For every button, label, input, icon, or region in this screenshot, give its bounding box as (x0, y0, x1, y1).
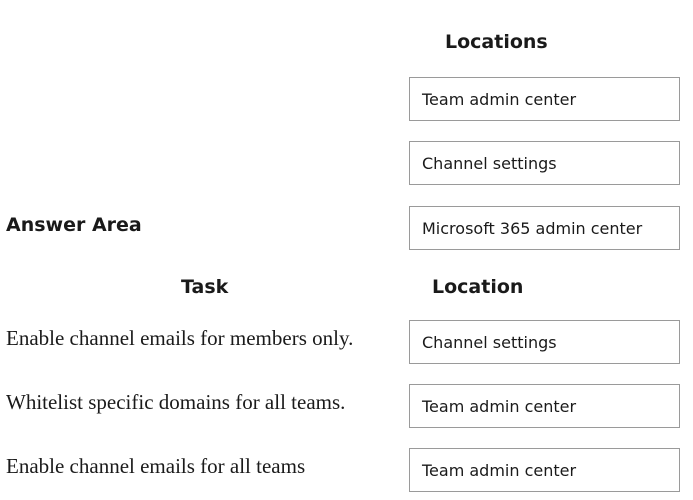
location-option-team-admin-center[interactable]: Team admin center (409, 77, 680, 121)
location-option-channel-settings[interactable]: Channel settings (409, 141, 680, 185)
task-row-1: Enable channel emails for members only. (6, 326, 354, 350)
answer-slot-row-3[interactable]: Team admin center (409, 448, 680, 492)
answer-area-title: Answer Area (6, 214, 142, 236)
answer-slot-row-2[interactable]: Team admin center (409, 384, 680, 428)
answer-slot-row-1[interactable]: Channel settings (409, 320, 680, 364)
location-column-header: Location (432, 276, 524, 298)
task-column-header: Task (181, 276, 229, 298)
locations-heading: Locations (445, 31, 548, 53)
location-option-microsoft-365-admin-center[interactable]: Microsoft 365 admin center (409, 206, 680, 250)
task-row-3: Enable channel emails for all teams (6, 454, 306, 478)
task-row-2: Whitelist specific domains for all teams… (6, 390, 346, 414)
